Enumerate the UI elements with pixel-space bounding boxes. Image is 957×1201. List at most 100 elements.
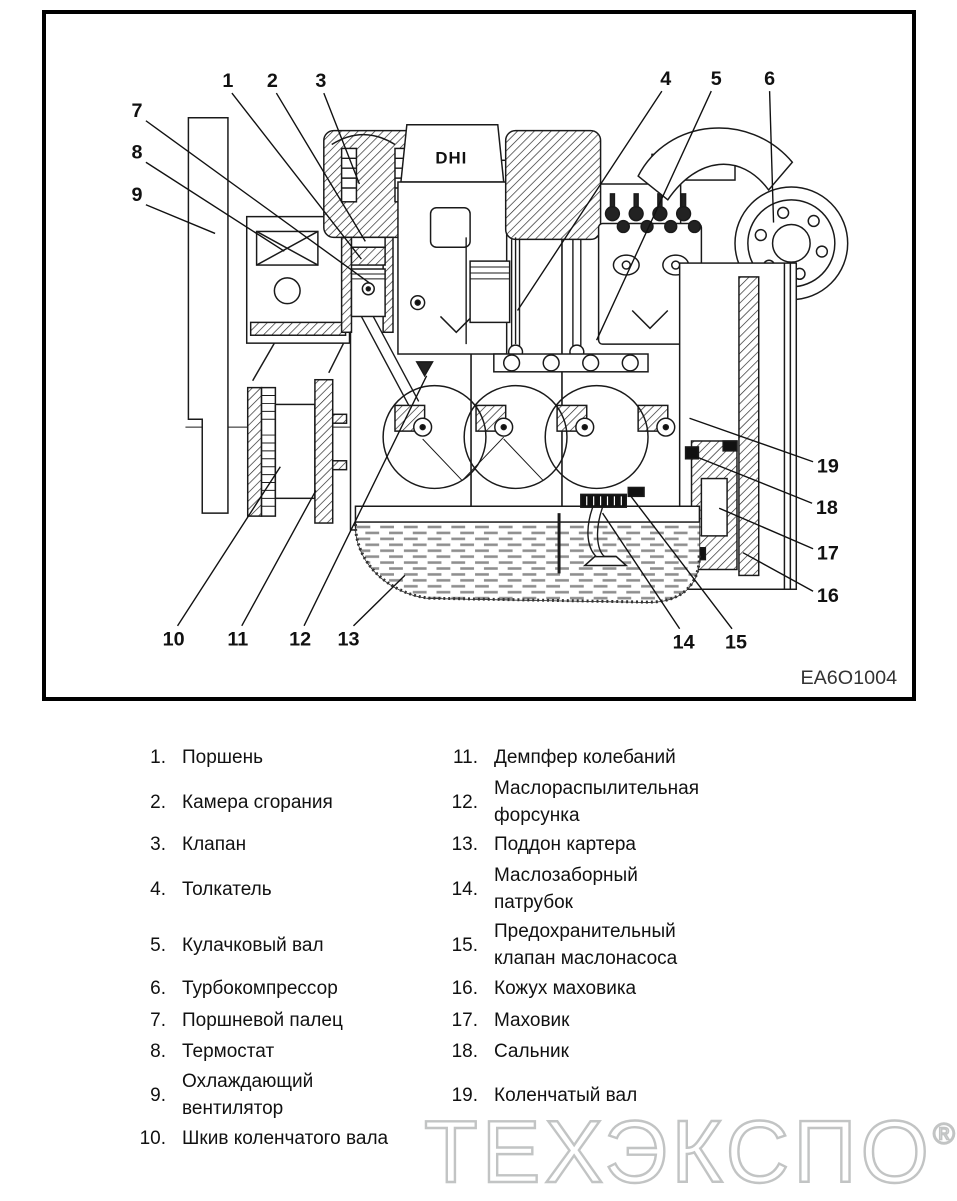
callout-number-18: 18 [816,497,838,519]
legend-item-label-1: Поршень [182,747,263,768]
legend-item-label-6: Турбокомпрессор [182,978,338,999]
callout-number-6: 6 [764,68,775,90]
engine-drawing: DHI [185,117,849,604]
legend-item-number-10: 10. [139,1128,166,1149]
callout-number-10: 10 [163,629,185,651]
legend-item-number-4: 4. [150,878,166,900]
callout-line-4 [516,90,663,311]
callout-line-19 [689,417,814,463]
legend-item-number-19: 19. [451,1084,478,1106]
legend-item-label-15: Предохранительный клапан маслонасоса [494,921,678,969]
intake-hose [637,127,794,201]
legend-item-number-14: 14. [451,878,478,900]
legend-item-number-18: 18. [451,1041,478,1062]
legend-item-number-15: 15. [451,934,478,956]
legend-item-number-1: 1. [150,747,166,768]
callout-number-14: 14 [673,632,695,654]
camshaft [502,354,521,372]
legend-item-number-2: 2. [150,791,166,813]
legend-item-label-19: Коленчатый вал [494,1084,638,1106]
legend-row-4: 4. Толкатель 14. Маслозаборный патрубок [0,862,957,916]
legend-item-label-17: Маховик [494,1010,570,1031]
callout-line-15 [629,494,733,630]
crank-pulley [246,386,316,517]
legend-item-number-8: 8. [150,1041,166,1062]
legend-item-number-5: 5. [150,934,166,956]
engine-cross-section-diagram: DHI [132,68,898,689]
legend-item-number-16: 16. [451,978,478,999]
callout-number-4: 4 [660,68,671,90]
legend-row-10: 10. Шкив коленчатого вала [0,1125,957,1152]
diagram-frame: DHI [42,10,916,701]
oil-spray-nozzle [415,361,434,378]
callout-line-11 [241,490,317,627]
legend-item-label-8: Термостат [182,1041,275,1062]
callout-line-5 [595,90,712,341]
callout-number-7: 7 [132,100,143,122]
legend-item-number-6: 6. [150,978,166,999]
legend-row-6: 6. Турбокомпрессор 16. Кожух маховика [0,975,957,1002]
callout-line-18 [691,454,813,504]
callout-line-7 [145,120,370,284]
legend-item-number-7: 7. [150,1010,166,1031]
callout-number-12: 12 [289,629,311,651]
crank-web [382,384,487,490]
legend-item-number-12: 12. [451,791,478,813]
callout-line-10 [176,466,281,627]
legend: 1. Поршень 11. Демпфер колебаний 2. Камера сг… [0,730,957,1190]
callout-number-15: 15 [725,632,747,654]
legend-item-label-3: Клапан [182,834,247,855]
callout-number-5: 5 [711,68,722,90]
callout-line-1 [231,92,362,260]
legend-row-3: 3. Клапан 13. Поддон картера [0,831,957,858]
legend-item-number-17: 17. [451,1010,478,1031]
legend-row-8: 8. Термостат 18. Сальник [0,1038,957,1065]
callout-line-3 [323,92,361,185]
legend-item-label-13: Поддон картера [494,834,636,855]
callout-number-3: 3 [315,70,326,92]
piston [350,246,386,266]
cooling-fan [187,117,229,514]
oil-seal [684,446,700,460]
callout-number-19: 19 [817,456,839,478]
callout-line-13 [352,574,406,627]
legend-item-label-18: Сальник [494,1041,569,1062]
legend-item-label-12: Маслораспылительная форсунка [494,778,700,826]
callout-number-16: 16 [817,585,839,607]
callout-number-11: 11 [227,629,248,651]
legend-item-number-11: 11. [452,747,478,768]
legend-item-label-9: Охлаждающий вентилятор [182,1071,314,1119]
relief-valve [627,486,645,498]
callout-line-12 [303,375,428,627]
callout-number-8: 8 [132,141,143,163]
legend-row-7: 7. Поршневой палец 17. Маховик [0,1007,957,1034]
legend-item-label-2: Камера сгорания [182,791,333,813]
legend-row-2: 2. Камера сгорания 12. Маслораспылительная … [0,775,957,829]
callout-line-6 [768,91,775,223]
legend-item-number-13: 13. [451,834,478,855]
callout-number-1: 1 [222,70,233,92]
legend-item-label-4: Толкатель [182,878,272,900]
callout-number-17: 17 [817,543,839,565]
callout-line-16 [742,552,814,592]
callout-line-14 [601,512,681,630]
legend-row-9: 9. Охлаждающий вентилятор 19. Коленчатый ва… [0,1068,957,1122]
oil-pickup [582,555,629,567]
engine-brand-label: DHI [435,148,467,167]
legend-item-number-9: 9. [150,1084,166,1106]
legend-item-label-7: Поршневой палец [182,1010,343,1031]
legend-row-1: 1. Поршень 11. Демпфер колебаний [0,744,957,771]
callout-line-17 [718,507,814,550]
callout-line-8 [145,161,285,252]
legend-item-number-3: 3. [150,834,166,855]
legend-item-label-14: Маслозаборный патрубок [494,865,638,913]
callout-number-13: 13 [338,629,360,651]
oil-pump [580,493,628,508]
callout-number-2: 2 [267,70,278,92]
legend-item-label-16: Кожух маховика [494,978,637,999]
callout-line-9 [145,204,216,235]
legend-item-label-11: Демпфер колебаний [494,747,676,768]
legend-item-label-10: Шкив коленчатого вала [182,1128,389,1149]
